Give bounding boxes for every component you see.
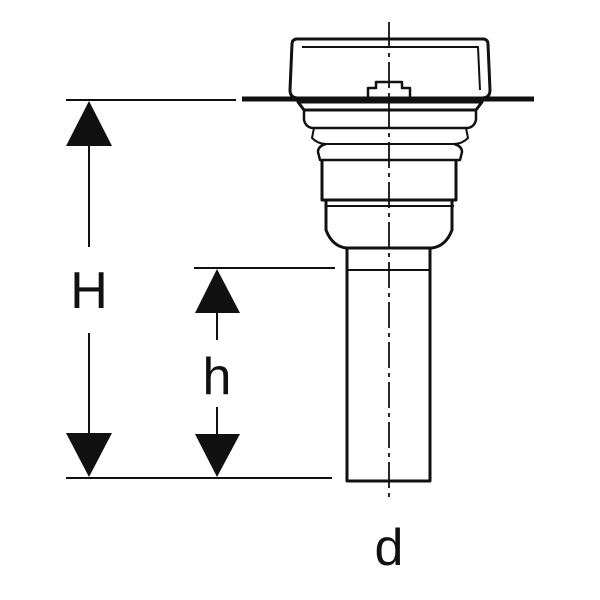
drain-collar-middle <box>316 142 464 162</box>
height-bottom-arrowhead <box>195 434 240 477</box>
diameter-label: d <box>375 519 404 577</box>
height-dimension <box>195 269 240 477</box>
total-height-label: H <box>70 262 108 320</box>
height-top-arrowhead <box>195 269 240 313</box>
height-label: h <box>203 348 232 406</box>
drain-top-housing-inner <box>302 46 481 91</box>
total-height-top-arrowhead <box>66 101 112 146</box>
drain-flange <box>296 100 484 112</box>
drain-collar-outer <box>311 127 469 145</box>
roof-drain-body <box>242 37 534 483</box>
drain-flange-lower <box>302 110 478 130</box>
total-height-bottom-arrowhead <box>66 433 112 477</box>
total-height-dimension <box>66 101 112 477</box>
dimension-lines <box>66 99 335 479</box>
